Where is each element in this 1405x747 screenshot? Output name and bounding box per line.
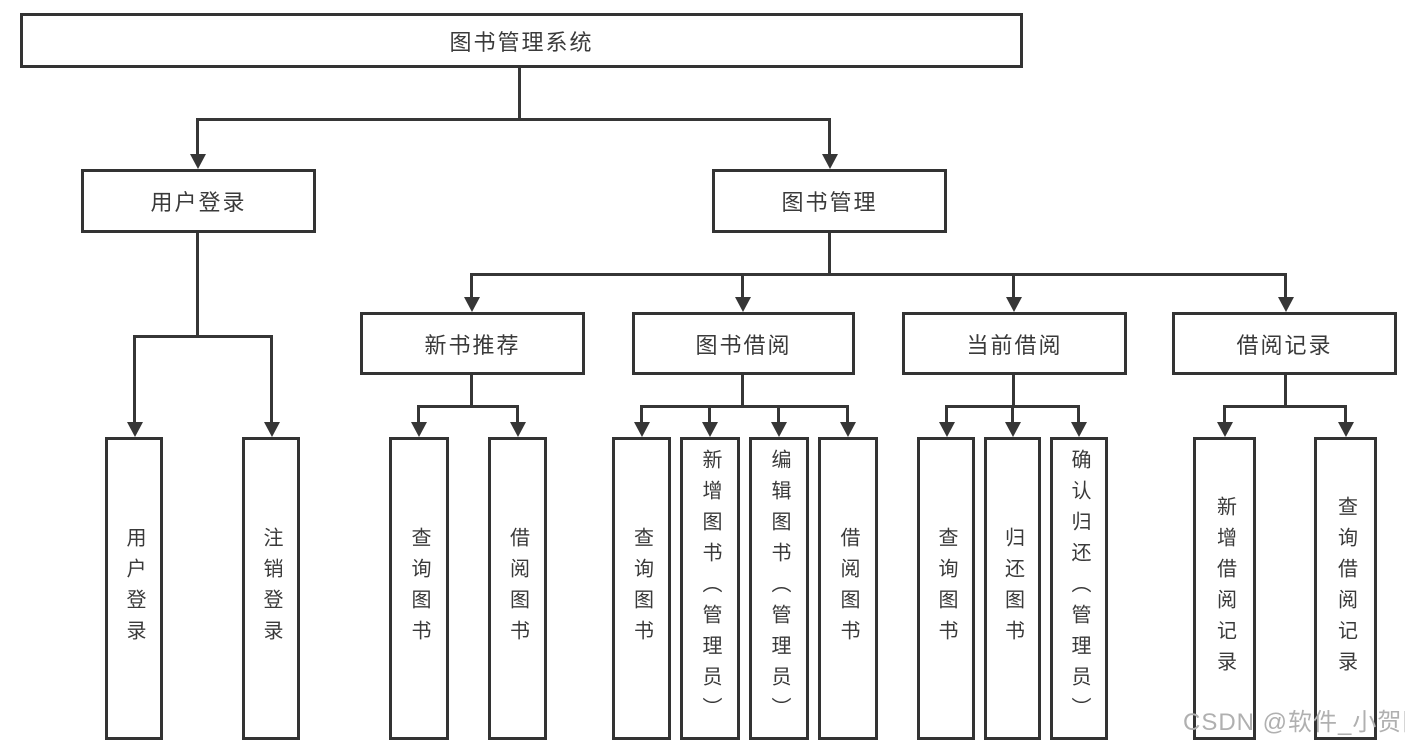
arrow-down-icon [939,405,955,437]
arrow-down-icon [127,335,143,437]
arrow-down-icon [1338,405,1354,437]
leaf-edit-books-admin: 编辑图书（管理员） [749,437,809,740]
leaf-query-books: 查询图书 [389,437,449,740]
arrow-down-icon [510,405,526,437]
leaf-add-borrow-record: 新增借阅记录 [1193,437,1256,740]
connector-group-rail [417,405,518,408]
arrow-down-icon [1006,273,1022,312]
connector-user-login-rail [133,335,272,338]
connector-group-stem [1012,375,1015,405]
connector-group-stem [1284,375,1287,405]
leaf-query-borrow-record: 查询借阅记录 [1314,437,1377,740]
leaf-query-books: 查询图书 [612,437,671,740]
arrow-down-icon [702,405,718,437]
arrow-down-icon [264,335,280,437]
arrow-down-icon [735,273,751,312]
connector-level2-rail [197,118,830,121]
connector-group-stem [741,375,744,405]
leaf-add-books-admin: 新增图书（管理员） [680,437,740,740]
arrow-down-icon [840,405,856,437]
leaf-borrow-books: 借阅图书 [488,437,547,740]
leaf-user-login: 用户登录 [105,437,163,740]
arrow-down-icon [822,118,838,169]
arrow-down-icon [634,405,650,437]
node-new-book-recommendation: 新书推荐 [360,312,585,375]
arrow-down-icon [1217,405,1233,437]
arrow-down-icon [190,118,206,169]
leaf-confirm-return-admin: 确认归还（管理员） [1050,437,1108,740]
connector-group-rail [1223,405,1346,408]
leaf-borrow-books: 借阅图书 [818,437,878,740]
leaf-query-books: 查询图书 [917,437,975,740]
connector-book-mgmt-stem [828,233,831,273]
arrow-down-icon [771,405,787,437]
arrow-down-icon [464,273,480,312]
connector-root-stem [518,68,521,118]
node-current-borrowing: 当前借阅 [902,312,1127,375]
csdn-watermark: CSDN @软件_小贺同学 [1183,709,1405,736]
connector-user-login-stem [196,233,199,335]
node-borrowing-records: 借阅记录 [1172,312,1397,375]
leaf-logout: 注销登录 [242,437,300,740]
connector-group-rail [640,405,848,408]
node-user-login: 用户登录 [81,169,316,233]
node-book-management: 图书管理 [712,169,947,233]
arrow-down-icon [1278,273,1294,312]
connector-level3-rail [471,273,1286,276]
leaf-return-books: 归还图书 [984,437,1041,740]
arrow-down-icon [1005,405,1021,437]
connector-group-stem [470,375,473,405]
node-book-borrowing: 图书借阅 [632,312,855,375]
arrow-down-icon [1071,405,1087,437]
node-library-system: 图书管理系统 [20,13,1023,68]
arrow-down-icon [411,405,427,437]
